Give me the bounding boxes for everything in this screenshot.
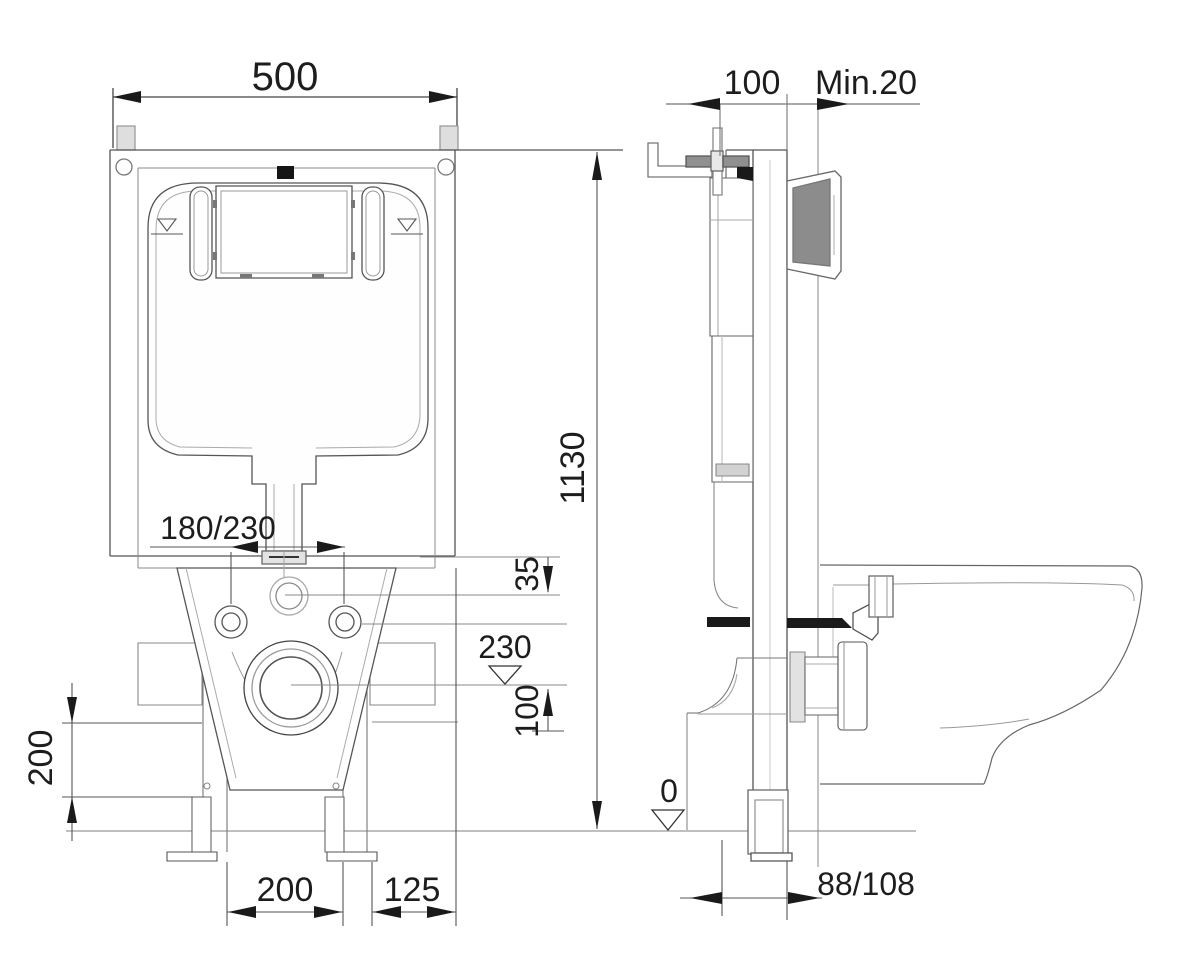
frame-tab-right (440, 126, 458, 150)
leader-lines (285, 595, 567, 685)
adjustable-foot-right (325, 797, 344, 852)
dim-leg-spacing (227, 862, 343, 926)
datum-level-icon-0 (652, 810, 684, 830)
arrowhead-up-icon (67, 797, 77, 823)
dim-front-height (592, 152, 602, 829)
frame-screw-left-icon (116, 159, 132, 175)
tank-slot-right (362, 187, 384, 280)
water-level-icon-left (151, 219, 183, 234)
arrowhead-down-icon (543, 566, 553, 593)
dim-front-width (113, 88, 457, 148)
cistern-side (687, 178, 788, 830)
dim-edge-offset (372, 568, 456, 926)
adjustable-foot-left (192, 797, 211, 852)
arrowhead-left-icon (228, 906, 256, 918)
dim-leg-spacing-label: 200 (257, 871, 314, 909)
dim-front-height-label: 1130 (554, 431, 592, 504)
dim-outlet-distance (680, 840, 822, 920)
tank-slot-left (190, 187, 212, 280)
frame-outline (110, 126, 623, 568)
dim-panel-min-label: Min.20 (815, 64, 917, 102)
dim-supply-offset (420, 557, 560, 593)
bracket-bolt-icon (686, 156, 713, 167)
arrowhead-right-icon (788, 892, 820, 904)
flush-plate (786, 170, 842, 280)
arrowhead-left-icon (231, 541, 258, 553)
arrowhead-down-icon (67, 697, 77, 723)
arrowhead-down-icon (592, 801, 602, 829)
dim-edge-offset-label: 125 (384, 871, 441, 909)
crossbar-left (138, 643, 202, 705)
access-panel (216, 186, 352, 278)
drain-elbow (698, 658, 737, 713)
flush-pipe-inlet (869, 576, 893, 617)
dim-supply-offset-label: 35 (509, 556, 545, 592)
dim-frame-depth (666, 94, 920, 156)
datum-level-icon-230 (489, 666, 521, 684)
arrowhead-left-icon (688, 98, 720, 110)
dim-outlet-distance-label: 88/108 (817, 866, 915, 902)
dim-drain-level-label: 230 (478, 629, 531, 665)
dim-drain-drop (532, 689, 564, 731)
arrowhead-right-icon (427, 906, 455, 918)
arrowhead-right-icon (314, 906, 342, 918)
arrowhead-left-icon (113, 91, 141, 103)
dim-drain-drop-label: 100 (509, 684, 545, 737)
dim-bolt-spacing-label: 180/230 (160, 510, 276, 546)
dim-adjust-height-label: 200 (22, 730, 60, 787)
drain-connector (790, 642, 867, 730)
arrowhead-left-icon (690, 892, 722, 904)
clamp-block (737, 167, 753, 181)
foot-plate-left (167, 852, 217, 861)
flush-plate-face (792, 178, 831, 267)
dim-bolt-spacing (150, 541, 345, 604)
frame-tab-left (117, 126, 135, 150)
dim-frame-depth-label: 100 (724, 64, 781, 102)
connection-ports (215, 577, 567, 735)
cistern-tank (148, 183, 428, 564)
front-view: 500 (22, 55, 623, 926)
dim-floor-level-label: 0 (660, 773, 678, 809)
arrowhead-up-icon (592, 152, 602, 180)
arrowhead-up-icon (543, 689, 553, 716)
frame-screw-right-icon (438, 159, 454, 175)
dim-front-width-label: 500 (252, 55, 319, 99)
service-slot (716, 464, 749, 476)
arrowhead-right-icon (317, 541, 344, 553)
drain-outlet (244, 641, 338, 735)
arrowhead-right-icon (429, 91, 457, 103)
arrowhead-right-icon (817, 98, 849, 110)
crossbar-right (370, 643, 435, 705)
top-fixing-block (277, 166, 294, 179)
wall-bracket (648, 128, 753, 195)
fixing-hardware (707, 576, 893, 641)
arrowhead-left-icon (373, 906, 401, 918)
side-view: 100 Min.20 0 88/108 (648, 64, 1142, 920)
dim-adjust-height (62, 683, 205, 841)
threaded-rod (707, 617, 750, 627)
toilet-bowl (820, 565, 1142, 784)
water-level-icon-right (391, 219, 423, 234)
frame-foot-side (748, 790, 792, 861)
foot-plate-right (327, 852, 377, 861)
